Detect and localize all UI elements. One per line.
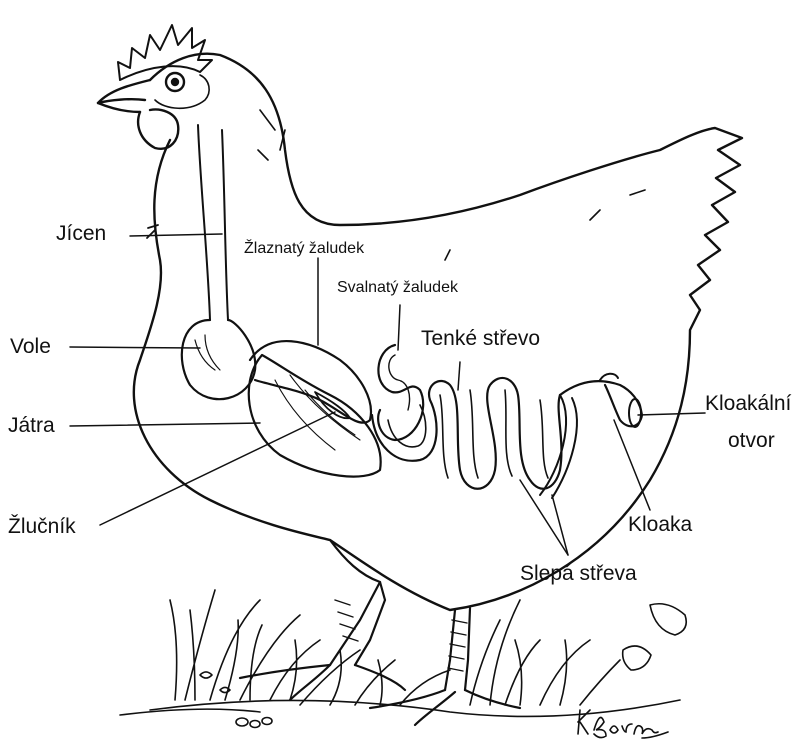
label-vent-line1: Kloakální (705, 393, 791, 414)
label-cloaca: Kloaka (628, 514, 692, 535)
head (98, 25, 212, 149)
label-liver: Játra (8, 415, 55, 436)
liver (249, 355, 381, 477)
small-intestine (372, 378, 561, 489)
gizzard (378, 345, 423, 440)
label-ceca: Slepá střeva (520, 563, 637, 584)
label-small-intestine: Tenké střevo (421, 328, 540, 349)
label-gallbladder: Žlučník (8, 516, 76, 537)
label-proventriculus: Žlaznatý žaludek (244, 241, 364, 257)
crop (182, 320, 255, 399)
comb (118, 25, 212, 80)
esophagus (198, 125, 228, 320)
label-gizzard: Svalnatý žaludek (337, 280, 458, 296)
label-esophagus: Jícen (56, 223, 106, 244)
label-vent-line2: otvor (728, 430, 775, 451)
artist-signature (572, 700, 672, 740)
label-crop: Vole (10, 336, 51, 357)
